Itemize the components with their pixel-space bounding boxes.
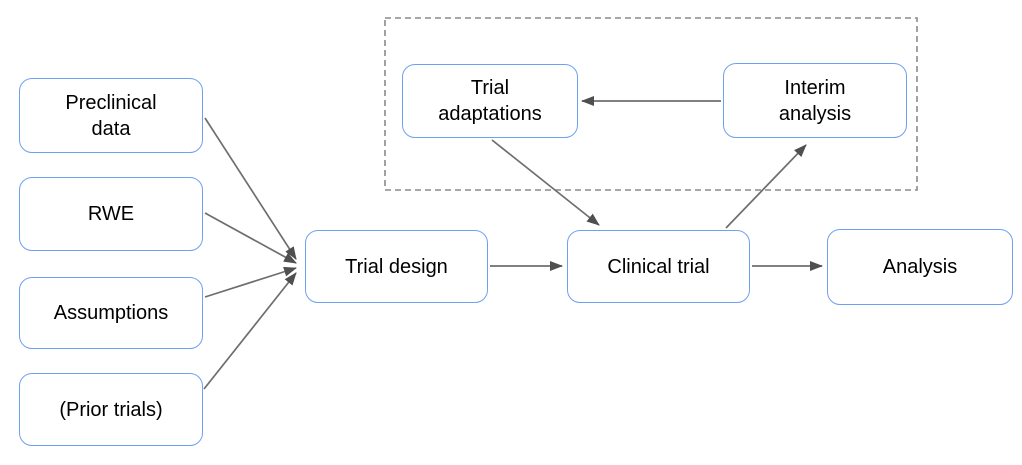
node-trial-adaptations: Trial adaptations [402,64,578,138]
edge-preclinical-data-to-trial-design [204,117,297,260]
edge-rwe-to-trial-design [204,212,297,264]
edge-assumptions-to-trial-design [204,266,297,298]
node-prior-trials: (Prior trials) [19,373,203,446]
node-rwe: RWE [19,177,203,251]
edge-trial-adaptations-to-clinical-trial [491,139,600,226]
node-assumptions: Assumptions [19,277,203,349]
node-interim-analysis: Interim analysis [723,63,907,138]
edge-prior-trials-to-trial-design [203,272,297,390]
edge-clinical-trial-to-interim-analysis [725,144,807,229]
node-trial-design: Trial design [305,230,488,303]
node-preclinical-data: Preclinical data [19,78,203,153]
adaptive-loop-group-border [384,17,918,191]
node-clinical-trial: Clinical trial [567,230,750,303]
node-analysis: Analysis [827,229,1013,305]
